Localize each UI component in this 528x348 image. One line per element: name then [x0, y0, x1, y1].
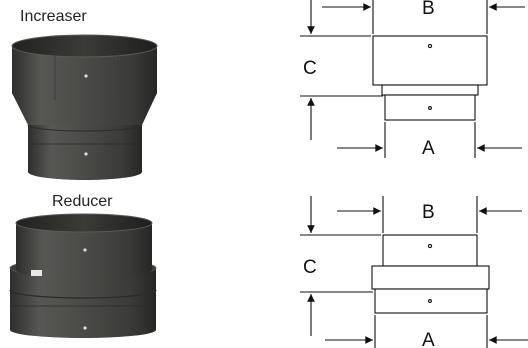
screw-icon: [84, 152, 88, 156]
reducer-dim-c: C: [303, 257, 317, 278]
reducer-top-opening: [15, 213, 153, 233]
screw-icon: [83, 326, 87, 330]
screw-icon: [83, 248, 87, 252]
increaser-taper: [12, 93, 157, 125]
increaser-render: [11, 34, 158, 180]
reducer-dim-b: B: [422, 202, 435, 223]
increaser-dim-b: B: [422, 0, 435, 19]
increaser-title: Increaser: [20, 8, 87, 25]
increaser-dim-a: A: [422, 138, 435, 159]
reducer-drawing: [300, 196, 528, 348]
increaser-drawing: [300, 0, 525, 158]
screw-icon: [84, 74, 88, 78]
reducer-lower-section: [10, 290, 156, 338]
increaser-top-opening: [11, 34, 158, 58]
reducer-top-box: [382, 234, 478, 267]
reducer-dim-a: A: [422, 330, 435, 348]
reducer-title: Reducer: [52, 193, 113, 210]
increaser-lower-section: [28, 125, 142, 180]
increaser-dim-c: C: [303, 58, 317, 79]
increaser-bottom-box: [384, 94, 476, 121]
increaser-top-box: [372, 35, 488, 86]
reducer-render: [9, 213, 157, 338]
label-sticker: [31, 270, 42, 276]
increaser-upper-section: [12, 46, 157, 102]
